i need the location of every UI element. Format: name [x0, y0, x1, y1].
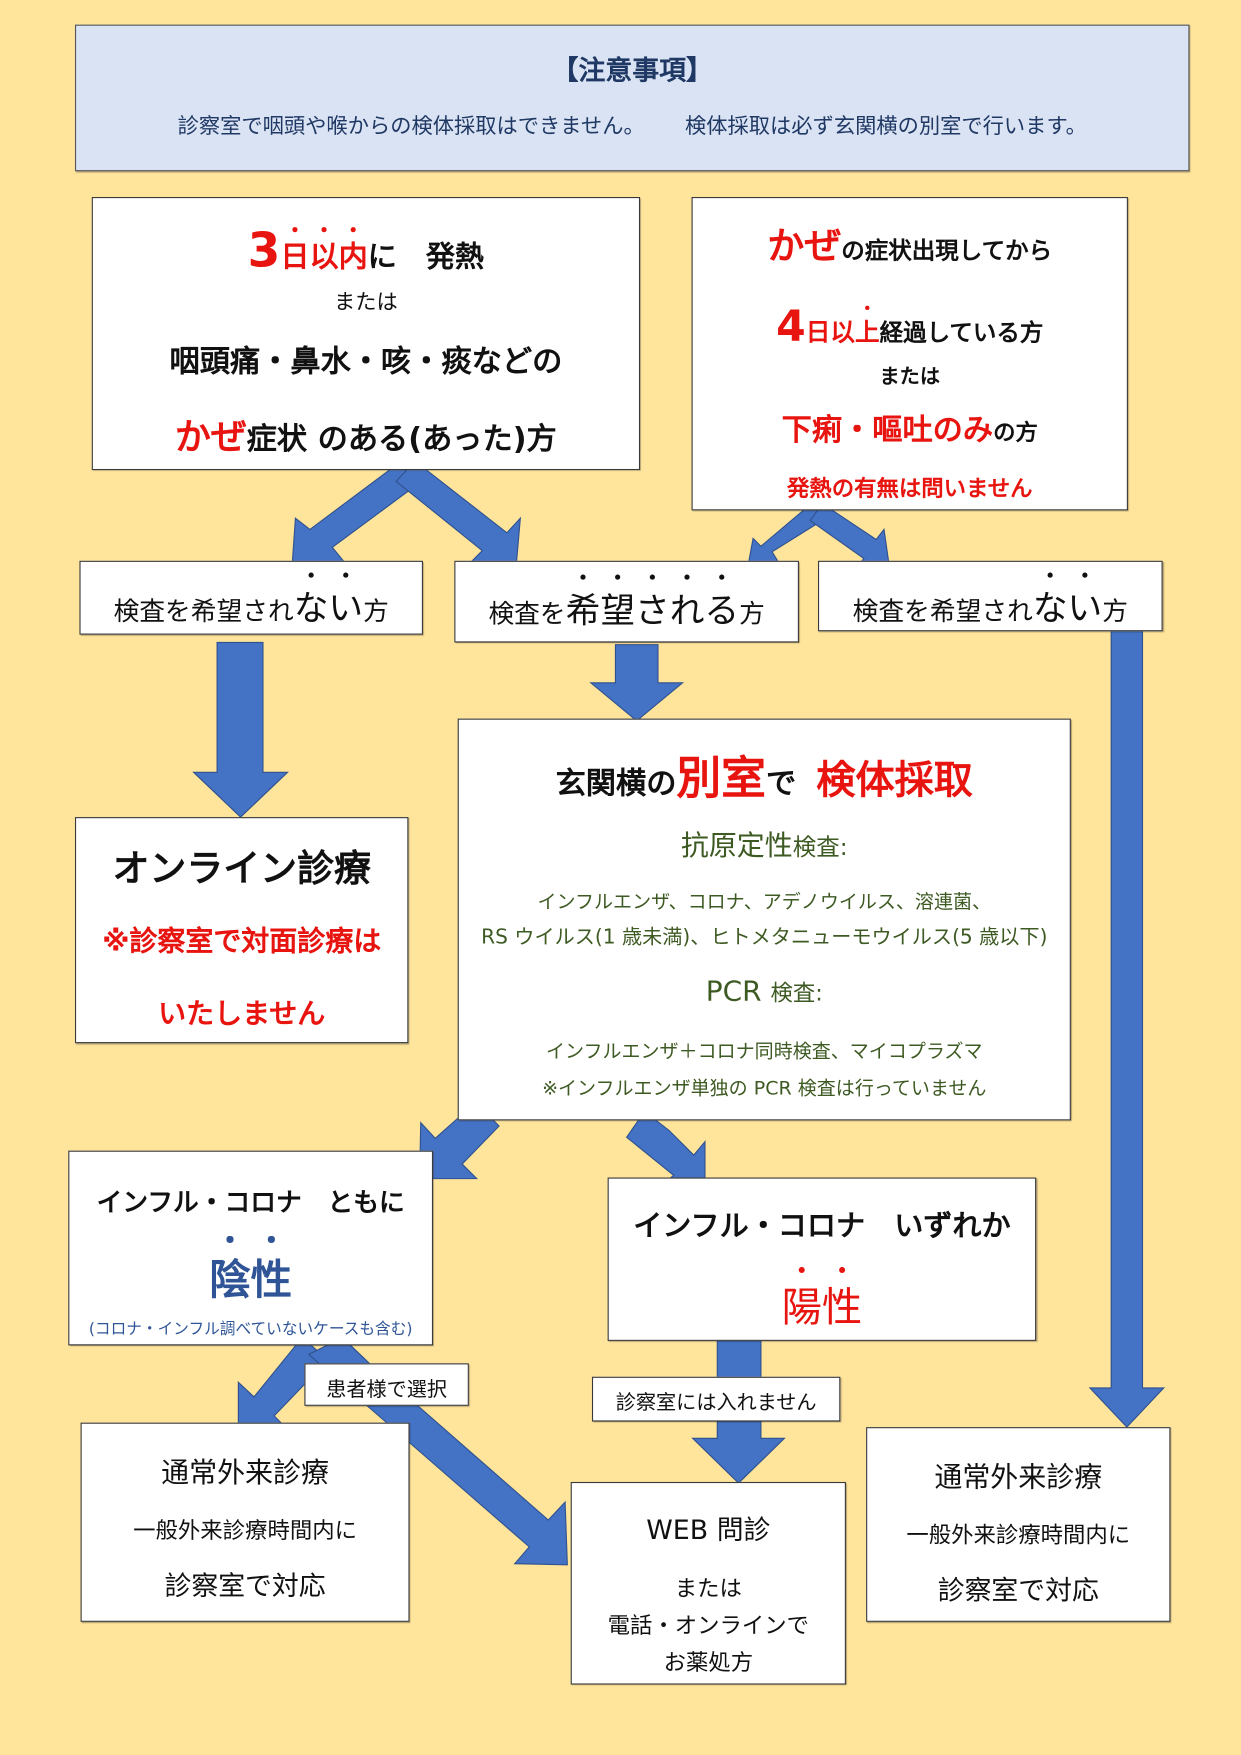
arrow-down-long-right — [1088, 628, 1166, 1428]
sampling-title-pre: 玄関横の — [555, 766, 677, 802]
no-entry-label: 診察室には入れません — [591, 1376, 841, 1422]
choice-suffix: 方 — [1102, 597, 1128, 627]
arrow-diag-to-no-test-right — [809, 502, 891, 570]
antigen-line-2: RS ウイルス(1 歳未満)、ヒトメタニューモウイルス(5 歳以下) — [481, 925, 1048, 950]
specimen-collection: 検体採取 — [816, 758, 973, 804]
patient-choice-label: 患者様で選択 — [304, 1363, 469, 1406]
choice-prefix: 検査を希望され — [852, 597, 1033, 627]
choice-prefix: 検査を希望され — [113, 597, 294, 627]
pcr-line-2: ※インフルエンザ単独の PCR 検査は行っていません — [542, 1077, 987, 1101]
choice-no-test-right: 検査を希望されない方 — [817, 560, 1163, 632]
online-title: オンライン診療 — [112, 846, 371, 890]
choice-suffix: 方 — [363, 597, 389, 627]
pcr-heading: PCR 検査: — [459, 975, 1070, 1007]
recent-line-1: 3日以内に 発熱 — [93, 223, 639, 278]
later-cold-red: かぜ — [767, 223, 842, 268]
recent-line-4-rest: 症状 のある(あった)方 — [246, 421, 557, 457]
four-days-number: 4 — [776, 301, 806, 351]
later-days-label: 日以上 — [806, 319, 880, 347]
outpatient-right-title: 通常外来診療 — [934, 1460, 1103, 1494]
choice-emph-nai: ない — [1033, 589, 1102, 629]
antigen-heading-b: 検査: — [792, 833, 848, 861]
outpatient-left-title: 通常外来診療 — [161, 1456, 329, 1489]
positive-result: 陽性 — [609, 1275, 1035, 1333]
later-fever-note: 発熱の有無は問いません — [786, 474, 1033, 502]
later-line-4: 下痢・嘔吐のみの方 — [693, 405, 1127, 449]
arrow-diag-to-positive — [625, 1110, 706, 1188]
web-line-4: お薬処方 — [663, 1648, 754, 1676]
later-line-2: 4日以上経過している方 — [693, 301, 1127, 350]
web-consult-box: WEB 問診 または 電話・オンラインで お薬処方 — [570, 1481, 846, 1685]
sampling-box: 玄関横の別室で検体採取 抗原定性検査: インフルエンザ、コロナ、アデノウイルス、… — [457, 718, 1071, 1121]
later-or: または — [879, 364, 940, 389]
arrow-diag-to-want-test-left — [395, 460, 522, 571]
positive-line-1: インフル・コロナ いずれか — [633, 1209, 1011, 1244]
negative-line-1: インフル・コロナ ともに — [96, 1188, 405, 1218]
recent-line-3: 咽頭痛・鼻水・咳・痰などの — [169, 344, 563, 380]
arrow-diag-to-want-test-right — [746, 502, 827, 570]
choice-no-test-left: 検査を希望されない方 — [79, 560, 423, 635]
notice-text-2: 検体採取は必ず玄関横の別室で行います。 — [685, 114, 1087, 139]
sampling-title: 玄関横の別室で検体採取 — [459, 742, 1070, 807]
patient-choice-text: 患者様で選択 — [326, 1377, 448, 1402]
choice-emph-kibou: 希望される — [566, 591, 739, 631]
notice-text: 診察室で咽頭や喉からの検体採取はできません。 検体採取は必ず玄関横の別室で行います… — [76, 110, 1188, 140]
outpatient-right-line-3: 診察室で対応 — [937, 1574, 1099, 1607]
later-line-1: かぜの症状出現してから — [693, 216, 1127, 270]
outpatient-right-line-2: 一般外来診療時間内に — [906, 1521, 1131, 1548]
choice-prefix: 検査を — [488, 599, 566, 630]
diarrhea-vomit: 下痢・嘔吐のみ — [781, 413, 994, 448]
notice-text-1: 診察室で咽頭や喉からの検体採取はできません。 — [177, 114, 645, 139]
symptoms-recent-box: 3日以内に 発熱 または 咽頭痛・鼻水・咳・痰などの かぜ症状 のある(あった)… — [91, 196, 641, 471]
negative-note: (コロナ・インフル調べていないケースも含む) — [88, 1320, 413, 1339]
outpatient-right-box: 通常外来診療 一般外来診療時間内に 診察室で対応 — [866, 1427, 1171, 1622]
choice-emph-nai: ない — [294, 589, 363, 629]
recent-days-label: 日以内 — [280, 241, 367, 275]
web-line-3: 電話・オンラインで — [607, 1611, 810, 1639]
arrow-diag-to-negative — [419, 1101, 500, 1180]
outpatient-left-box: 通常外来診療 一般外来診療時間内に 診察室で対応 — [80, 1422, 410, 1622]
negative-result: 陰性 — [69, 1246, 432, 1306]
antigen-line-1: インフルエンザ、コロナ、アデノウイルス、溶連菌、 — [537, 890, 992, 914]
antigen-heading: 抗原定性検査: — [459, 824, 1070, 864]
online-note-2: いたしません — [158, 997, 326, 1030]
outpatient-left-line-2: 一般外来診療時間内に — [133, 1516, 357, 1544]
online-consult-box: オンライン診療 ※診察室で対面診療は いたしません — [74, 817, 409, 1044]
cold-red: かぜ — [175, 415, 247, 458]
pcr-line-1: インフルエンザ＋コロナ同時検査、マイコプラズマ — [545, 1040, 983, 1064]
negative-result-box: インフル・コロナ ともに 陰性 (コロナ・インフル調べていないケースも含む) — [68, 1150, 434, 1346]
sampling-title-mid: で — [765, 766, 797, 802]
arrow-down-to-sampling — [589, 644, 685, 722]
web-line-2: または — [674, 1574, 742, 1602]
recent-fever: に 発熱 — [367, 240, 485, 275]
later-line-4-rest: の方 — [993, 418, 1038, 446]
pcr-heading-b: 検査: — [770, 979, 823, 1007]
antigen-heading-a: 抗原定性 — [680, 829, 793, 862]
three-days-number: 3 — [247, 222, 281, 278]
separate-room: 別室 — [676, 753, 766, 805]
later-line-2-rest: 経過している方 — [879, 319, 1044, 346]
recent-or: または — [334, 289, 398, 315]
pcr-heading-a: PCR — [705, 974, 762, 1008]
no-entry-text: 診察室には入れません — [615, 1391, 817, 1415]
web-title: WEB 問診 — [646, 1514, 771, 1546]
notice-box: 【注意事項】 診察室で咽頭や喉からの検体採取はできません。 検体採取は必ず玄関横の… — [74, 24, 1190, 172]
choice-want-test: 検査を希望される方 — [454, 560, 799, 643]
outpatient-left-line-3: 診察室で対応 — [164, 1570, 326, 1602]
symptoms-later-box: かぜの症状出現してから 4日以上経過している方 または 下痢・嘔吐のみの方 発熱… — [691, 196, 1128, 511]
online-note-1: ※診察室で対面診療は — [102, 924, 382, 958]
choice-suffix: 方 — [739, 599, 765, 630]
later-line-1-rest: の症状出現してから — [841, 237, 1053, 265]
notice-title: 【注意事項】 — [551, 54, 713, 87]
positive-result-box: インフル・コロナ いずれか 陽性 — [607, 1177, 1037, 1341]
recent-line-4: かぜ症状 のある(あった)方 — [93, 409, 639, 460]
arrow-down-to-online — [192, 641, 289, 818]
